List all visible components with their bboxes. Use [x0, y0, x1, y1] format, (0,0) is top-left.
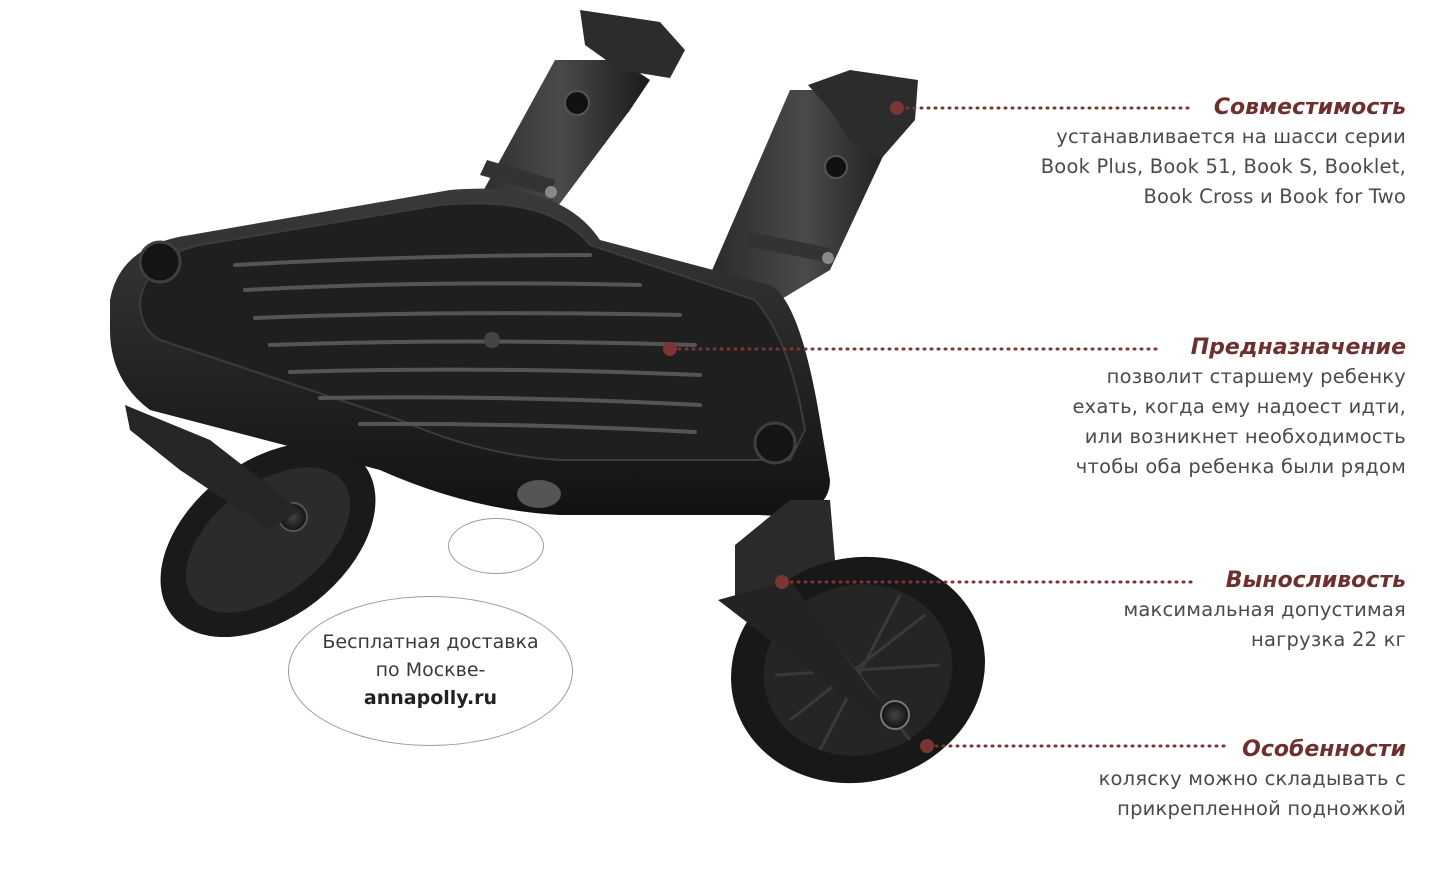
decorative-ellipse: [448, 518, 544, 574]
right-arm: [710, 70, 918, 300]
platform: [110, 188, 830, 516]
callout-text-line: нагрузка 22 кг: [1251, 628, 1406, 651]
leader-lines: [670, 106, 1227, 748]
callout-title: Предназначение: [1190, 335, 1406, 360]
callout-purpose: Предназначение позволит старшему ребенку…: [1072, 334, 1406, 482]
callout-text-line: Book Plus, Book 51, Book S, Booklet,: [1040, 155, 1406, 178]
callout-features: Особенности коляску можно складывать с п…: [1099, 736, 1406, 824]
promo-line: по Москве-: [375, 659, 486, 681]
callout-title: Совместимость: [1213, 95, 1406, 120]
callout-title: Особенности: [1242, 737, 1406, 762]
front-wheel: [718, 500, 985, 784]
callout-text-line: или возникнет необходимость: [1084, 425, 1406, 448]
callout-text-line: ехать, когда ему надоест идти,: [1072, 395, 1406, 418]
callout-durability: Выносливость максимальная допустимая наг…: [1123, 567, 1406, 655]
delivery-promo: Бесплатная доставка по Москве- annapolly…: [288, 596, 573, 746]
callout-text-line: максимальная допустимая: [1123, 598, 1406, 621]
callout-text-line: чтобы оба ребенка были рядом: [1075, 455, 1406, 478]
promo-line: Бесплатная доставка: [322, 631, 539, 653]
leader-dots: [663, 101, 934, 753]
callout-title: Выносливость: [1225, 568, 1406, 593]
callout-text-line: Book Cross и Book for Two: [1143, 185, 1406, 208]
promo-site-link[interactable]: annapolly.ru: [363, 687, 498, 709]
callout-compatibility: Совместимость устанавливается на шасси с…: [1041, 94, 1406, 212]
callout-text-line: прикрепленной подножкой: [1117, 797, 1406, 820]
callout-text-line: позволит старшему ребенку: [1106, 365, 1406, 388]
callout-text-line: устанавливается на шасси серии: [1056, 125, 1406, 148]
callout-text-line: коляску можно складывать с: [1098, 767, 1406, 790]
left-arm: [470, 10, 685, 230]
